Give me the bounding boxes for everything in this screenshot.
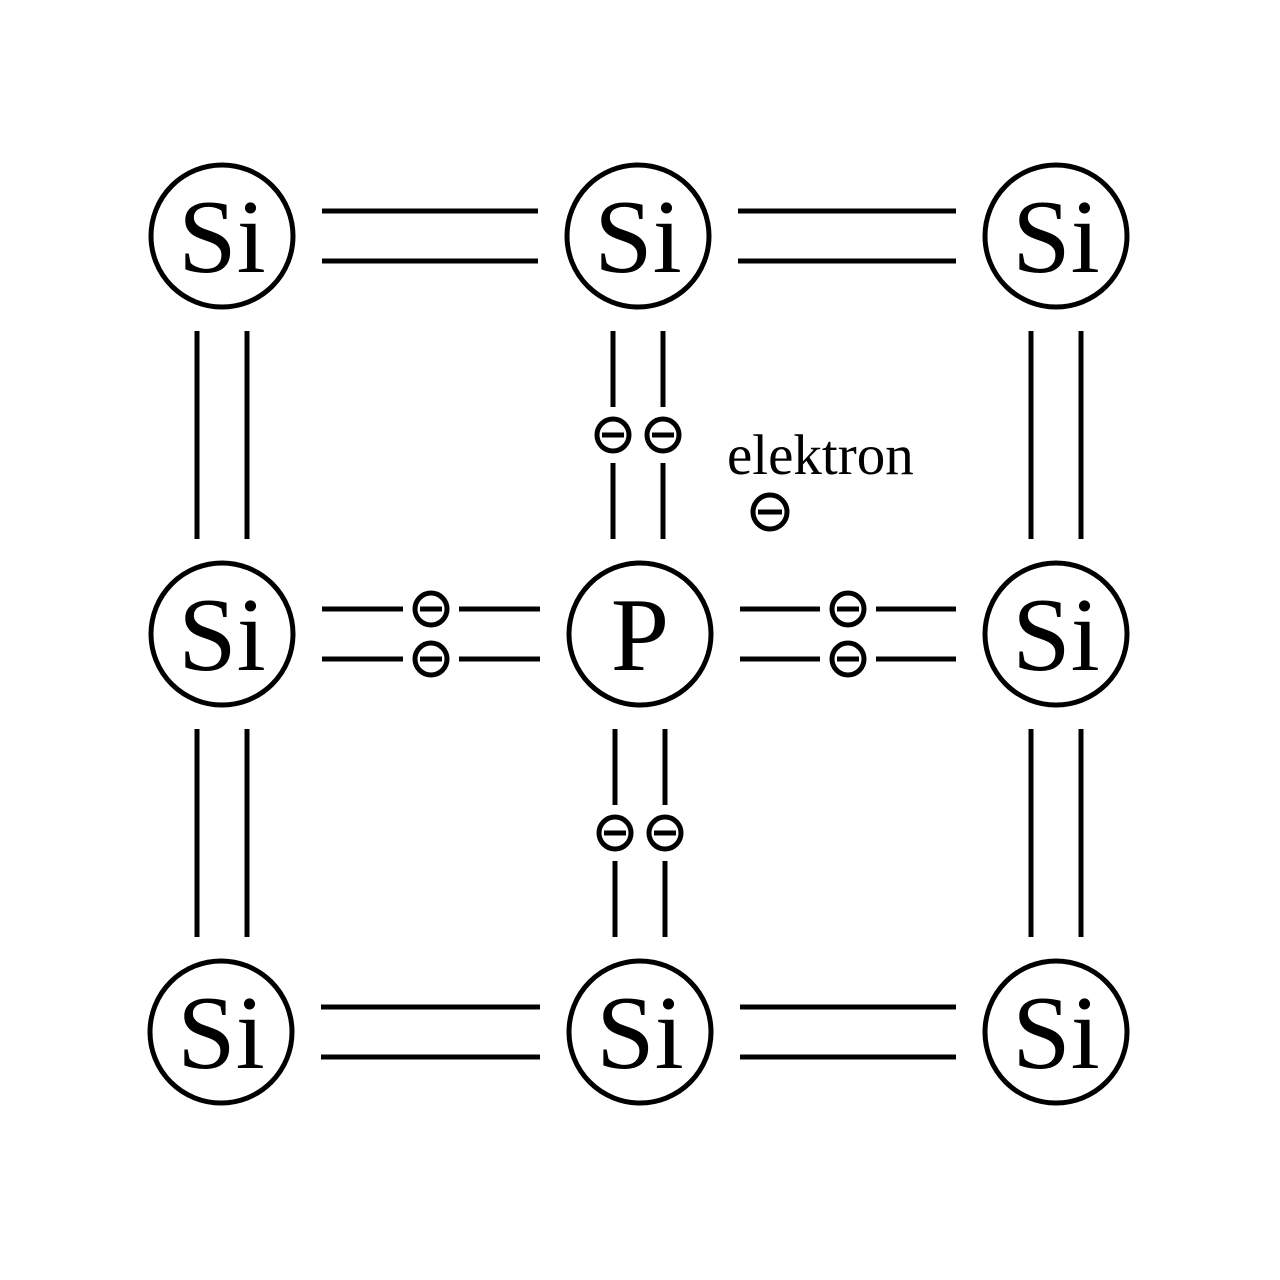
silicon-atom-circle: [982, 162, 1130, 310]
silicon-atom-symbol: Si: [178, 178, 266, 295]
phosphorus-atom-circle: [566, 560, 714, 708]
silicon-atom-symbol: Si: [178, 576, 266, 693]
silicon-atom-circle: [564, 162, 712, 310]
silicon-atom-symbol: Si: [594, 178, 682, 295]
silicon-atom-symbol: Si: [596, 974, 684, 1091]
electron-label: elektron: [727, 424, 914, 487]
silicon-atom-symbol: Si: [1012, 576, 1100, 693]
silicon-atom-circle: [982, 560, 1130, 708]
silicon-atom-circle: [982, 958, 1130, 1106]
silicon-atom-symbol: Si: [1012, 178, 1100, 295]
phosphorus-atom-symbol: P: [611, 576, 669, 693]
silicon-atom-symbol: Si: [1012, 974, 1100, 1091]
silicon-atom-circle: [148, 162, 296, 310]
silicon-atom-circle: [148, 560, 296, 708]
silicon-atom-circle: [566, 958, 714, 1106]
silicon-atom-symbol: Si: [177, 974, 265, 1091]
silicon-atom-circle: [147, 958, 295, 1106]
